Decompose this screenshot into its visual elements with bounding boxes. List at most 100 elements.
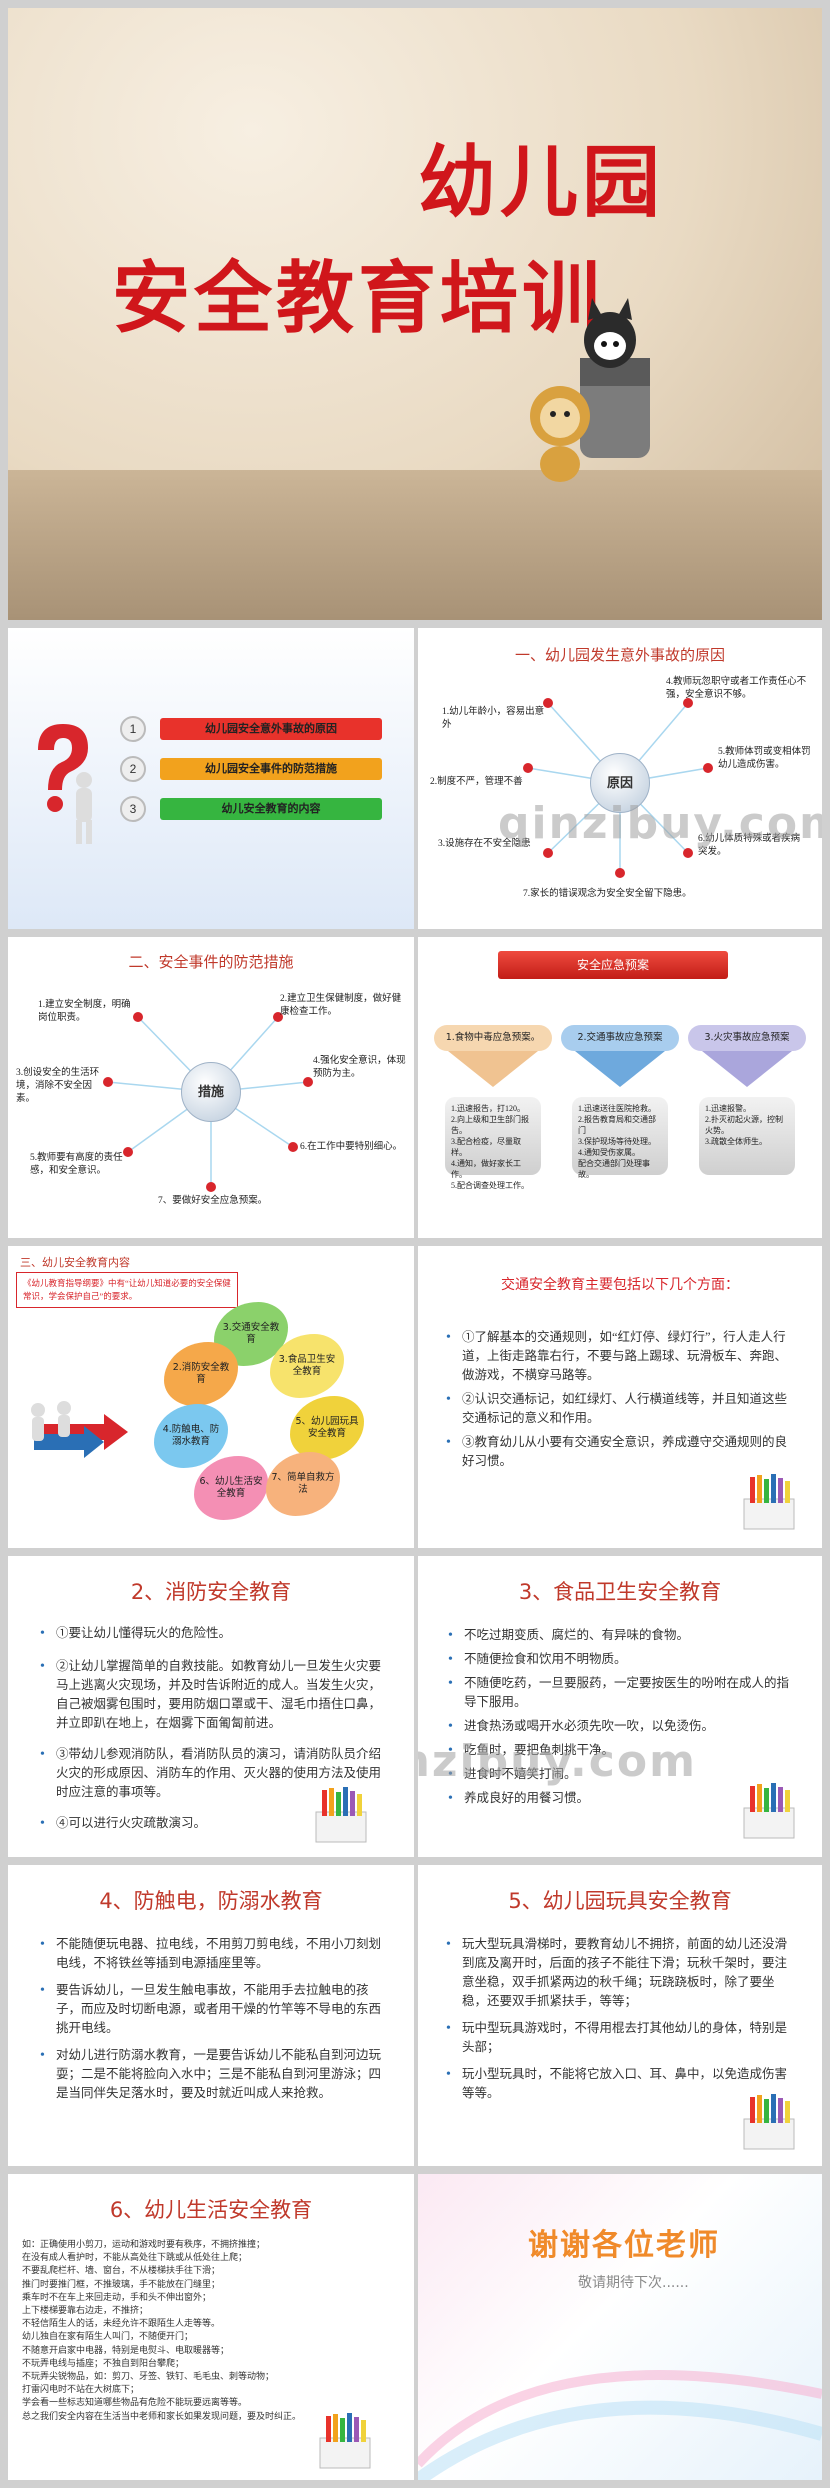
bullet-item: ③教育幼儿从小要有交通安全意识，养成遵守交通规则的良好习惯。 (446, 1433, 798, 1471)
node-dot (543, 848, 553, 858)
bullet-item: 玩中型玩具游戏时，不得用棍去打其他幼儿的身体，特别是头部； (446, 2019, 798, 2057)
measure-label: 6.在工作中要特别细心。 (300, 1142, 403, 1152)
petal-item: 5、幼儿园玩具安全教育 (290, 1396, 364, 1460)
food-slide: 3、食品卫生安全教育 不吃过期变质、腐烂的、有异味的食物。 不随便捡食和饮用不明… (418, 1556, 822, 1857)
decorative-swirl (418, 2370, 822, 2480)
text-line: 总之我们安全内容在生活当中老师和家长如果发现问题，要及时纠正。 (22, 2410, 302, 2421)
emergency-plan-slide: 安全应急预案 1.食物中毒应急预案。 2.交通事故应急预案 3.火灾事故应急预案… (418, 937, 822, 1238)
plan-step: 4.通知，做好家长工作。 (451, 1159, 521, 1179)
people-with-arrow-illustration (31, 1401, 128, 1458)
slide-title: 4、防触电，防溺水教育 (99, 1889, 323, 1913)
node-dot (303, 1077, 313, 1087)
bullet-item: 进食时不嬉笑打闹。 (448, 1765, 800, 1784)
bullet-item: 进食热汤或喝开水必须先吹一吹，以免烫伤。 (448, 1717, 800, 1736)
agenda-item[interactable]: 2 幼儿园安全事件的防范措施 (120, 756, 382, 782)
bullet-item: ④可以进行火灾疏散演习。 (40, 1814, 388, 1833)
cover-title-line2: 安全教育培训 (112, 254, 605, 344)
bullet-item: 不能随便玩电器、拉电线，不用剪刀剪电线，不用小刀刻划电线，不将铁丝等插到电源插座… (40, 1935, 390, 1973)
agenda-label: 幼儿园安全事件的防范措施 (160, 758, 382, 780)
crayon-box-icon (315, 1787, 367, 1843)
crayon-box-icon (743, 1474, 795, 1530)
plan-head: 1.食物中毒应急预案。 (434, 1025, 552, 1051)
cover-slide: 幼儿园 安全教育培训 (8, 8, 822, 620)
cover-title-line1: 幼儿园 (418, 138, 665, 228)
crayon-box-icon (743, 1783, 795, 1839)
agenda-item[interactable]: 1 幼儿园安全意外事故的原因 (120, 716, 382, 742)
text-line: 推门时要推门框，不推玻璃，手不能放在门缝里； (22, 2278, 221, 2289)
node-dot (103, 1077, 113, 1087)
agenda-slide: 1 幼儿园安全意外事故的原因 2 幼儿园安全事件的防范措施 3 幼儿安全教育的内… (8, 628, 414, 929)
measure-label: 7、要做好安全应急预案。 (158, 1196, 268, 1206)
watermark: qinzibuy.com (418, 1736, 697, 1787)
agenda-number: 1 (120, 716, 146, 742)
bullet-list: 不能随便玩电器、拉电线，不用剪刀剪电线，不用小刀刻划电线，不将铁丝等插到电源插座… (40, 1935, 390, 2108)
agenda-number: 3 (120, 796, 146, 822)
plan-step: 2.报告教育局和交通部门 (578, 1115, 656, 1135)
cartoon-figures-illustration (530, 298, 650, 482)
plan-step: 3.配合检疫，尽量取样。 (451, 1137, 521, 1157)
plan-head: 2.交通事故应急预案 (561, 1025, 679, 1051)
measure-label: 4.强化安全意识，体现预防为主。 (313, 1056, 406, 1079)
thanks-title: 谢谢各位老师 (528, 2228, 720, 2263)
crayon-box-icon (743, 2094, 795, 2150)
causes-slide: 一、幼儿园发生意外事故的原因 原因 1.幼儿年龄小，容易出意外 4.教师玩忽职守… (418, 628, 822, 929)
measures-slide: 二、安全事件的防范措施 措施 1.建立安全制度，明确岗位职责。 2.建立卫生保健… (8, 937, 414, 1238)
bullet-item: 不随便捡食和饮用不明物质。 (448, 1650, 800, 1669)
hub-node: 措施 (181, 1062, 241, 1122)
plan-step: 1.迅速送往医院抢救。 (578, 1104, 656, 1113)
slide-title: 安全应急预案 (498, 951, 728, 979)
plan-step: 配合交通部门处理事故。 (578, 1159, 650, 1179)
plan-step: 1.迅速报告，打120。 (451, 1104, 525, 1113)
bullet-list: ①要让幼儿懂得玩火的危险性。 ②让幼儿掌握简单的自救技能。如教育幼儿一旦发生火灾… (40, 1624, 388, 1838)
node-dot (703, 763, 713, 773)
bullet-item: ②让幼儿掌握简单的自救技能。如教育幼儿一旦发生火灾要马上逃离火灾现场，并及时告诉… (40, 1657, 388, 1733)
slide-title: 交通安全教育主要包括以下几个方面： (501, 1277, 739, 1293)
electricity-water-slide: 4、防触电，防溺水教育 不能随便玩电器、拉电线，不用剪刀剪电线，不用小刀刻划电线… (8, 1865, 414, 2166)
node-dot (683, 698, 693, 708)
fire-slide: 2、消防安全教育 ①要让幼儿懂得玩火的危险性。 ②让幼儿掌握简单的自救技能。如教… (8, 1556, 414, 1857)
petal-item: 6、幼儿生活安全教育 (194, 1456, 268, 1520)
text-line: 学会看一些标志知道哪些物品有危险不能玩要远离等等。 (22, 2397, 248, 2408)
measure-label: 2.建立卫生保健制度，做好健康检查工作。 (280, 994, 402, 1017)
measure-label: 3.创设安全的生活环境，消除不安全因素。 (16, 1068, 100, 1104)
bullet-list: ①了解基本的交通规则，如“红灯停、绿灯行”，行人走人行道，上街走路靠右行，不要与… (446, 1328, 798, 1476)
hub-node: 原因 (590, 753, 650, 813)
node-dot (206, 1182, 216, 1192)
node-dot (615, 868, 625, 878)
plan-steps: 1.迅速送往医院抢救。 2.报告教育局和交通部门 3.保护现场等待处理。 4.通… (572, 1097, 668, 1179)
text-line: 不玩弄尖锐物品，如：剪刀、牙签、铁钉、毛毛虫、刺等动物； (22, 2371, 275, 2382)
slide-title: 一、幼儿园发生意外事故的原因 (514, 646, 725, 664)
plan-arrows (448, 1051, 792, 1087)
node-dot (683, 848, 693, 858)
agenda-item[interactable]: 3 幼儿安全教育的内容 (120, 796, 382, 822)
bullet-item: 吃鱼时，要把鱼刺挑干净。 (448, 1741, 800, 1760)
agenda-number: 2 (120, 756, 146, 782)
plan-step: 3.保护现场等待处理。 (578, 1137, 656, 1146)
node-dot (523, 763, 533, 773)
guideline-note: 《幼儿教育指导纲要》中有“让幼儿知道必要的安全保健常识，学会保护自己”的要求。 (16, 1272, 238, 1308)
slide-title: 二、安全事件的防范措施 (128, 953, 294, 971)
petal-item: 4.防触电、防溺水教育 (154, 1404, 228, 1468)
traffic-slide: 交通安全教育主要包括以下几个方面： ①了解基本的交通规则，如“红灯停、绿灯行”，… (418, 1246, 822, 1548)
node-dot (288, 1142, 298, 1152)
daily-life-slide: 6、幼儿生活安全教育 如：正确使用小剪刀，运动和游戏时要有秩序，不拥挤推撞； 在… (8, 2174, 414, 2480)
bullet-item: 养成良好的用餐习惯。 (448, 1789, 800, 1808)
text-line: 如：正确使用小剪刀，运动和游戏时要有秩序，不拥挤推撞； (22, 2239, 266, 2249)
cause-label: 4.教师玩忽职守或者工作责任心不强，安全意识不够。 (666, 677, 807, 700)
plan-steps: 1.迅速报警。 2.扑灭初起火源，控制火势。 3.疏散全体师生。 (699, 1097, 795, 1175)
text-line: 不随意开启家中电器，特别是电熨斗、电取暖器等； (22, 2344, 230, 2355)
cover-floor (8, 470, 822, 620)
slide-title: 三、幼儿安全教育内容 (20, 1256, 130, 1269)
text-line: 不玩弄电线与插座；不独自到阳台攀爬； (22, 2357, 185, 2368)
cause-label: 7.家长的错误观念为安全安全留下隐患。 (523, 889, 692, 899)
question-mark-person-illustration (38, 724, 92, 844)
bullet-list: 不吃过期变质、腐烂的、有异味的食物。 不随便捡食和饮用不明物质。 不随便吃药，一… (448, 1626, 800, 1813)
cause-label: 1.幼儿年龄小，容易出意外 (442, 707, 545, 730)
life-text: 如：正确使用小剪刀，运动和游戏时要有秩序，不拥挤推撞； 在没有成人看护时，不能从… (22, 2238, 352, 2423)
plan-steps: 1.迅速报告，打120。 2.向上级和卫生部门报告。 3.配合检疫，尽量取样。 … (445, 1097, 541, 1190)
slide-title: 3、食品卫生安全教育 (518, 1580, 722, 1604)
thanks-subtitle: 敬请期待下次...... (578, 2275, 689, 2291)
toy-safety-slide: 5、幼儿园玩具安全教育 玩大型玩具滑梯时，要教育幼儿不拥挤，前面的幼儿还没滑到底… (418, 1865, 822, 2166)
plan-step: 4.通知受伤家属。 (578, 1148, 640, 1157)
measure-label: 5.教师要有高度的责任感，和安全意识。 (30, 1153, 123, 1176)
